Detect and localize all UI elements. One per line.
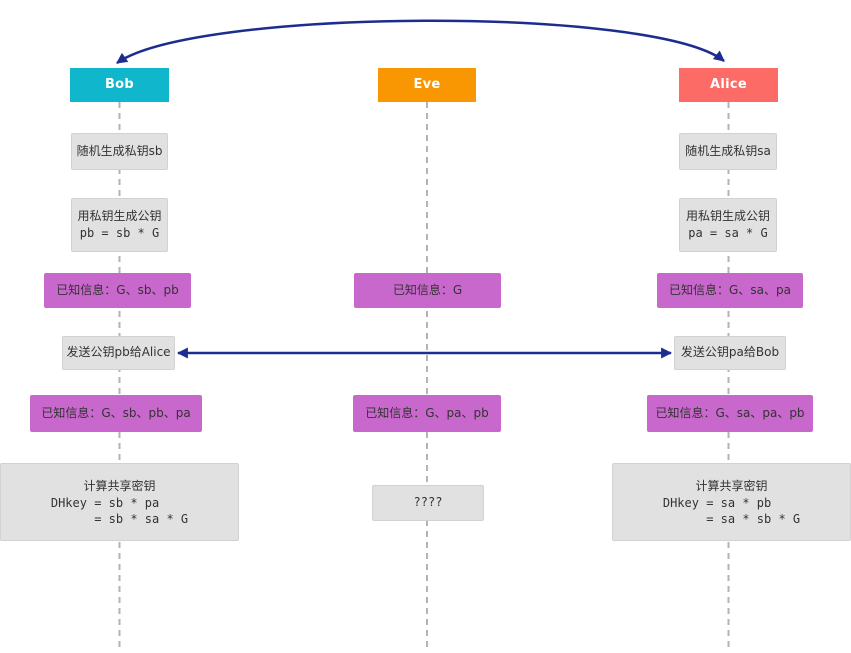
bob-compute-shared-key-box: 计算共享密钥 DHkey = sb * pa = sb * sa * G: [0, 463, 239, 541]
bob-compute-title: 计算共享密钥: [83, 478, 156, 493]
alice-compute-title: 计算共享密钥: [695, 478, 768, 493]
eve-known-info-2-box: 已知信息：G、pa、pb: [353, 395, 501, 432]
top-curved-double-arrow: [116, 19, 725, 65]
alice-public-key-formula: pa = sa * G: [688, 226, 768, 240]
alice-generate-public-key-box: 用私钥生成公钥 pa = sa * G: [679, 198, 777, 252]
actor-label-bob: Bob: [104, 76, 135, 92]
eve-unknown-key-box: ????: [372, 485, 484, 521]
bob-known-info-1-box: 已知信息：G、sb、pb: [44, 273, 191, 308]
alice-known-info-1-box: 已知信息：G、sa、pa: [657, 273, 803, 308]
alice-send-public-key-box: 发送公钥pa给Bob: [674, 336, 786, 370]
alice-generate-private-key-box: 随机生成私钥sa: [679, 133, 777, 170]
alice-known-info-2-box: 已知信息：G、sa、pa、pb: [647, 395, 813, 432]
eve-known-info-1-box: 已知信息：G: [354, 273, 501, 308]
bob-generate-private-key-box: 随机生成私钥sb: [71, 133, 168, 170]
bob-generate-public-key-box: 用私钥生成公钥 pb = sb * G: [71, 198, 168, 252]
bob-public-key-formula: pb = sb * G: [79, 226, 160, 240]
actor-header-eve: Eve: [378, 68, 476, 102]
actor-label-alice: Alice: [710, 76, 747, 92]
bob-generate-public-key-text: 用私钥生成公钥: [77, 208, 162, 223]
actor-label-eve: Eve: [413, 76, 441, 92]
bob-known-info-2-box: 已知信息：G、sb、pb、pa: [30, 395, 202, 432]
actor-header-bob: Bob: [70, 68, 169, 102]
alice-compute-formula: DHkey = sa * pb = sa * sb * G: [662, 495, 801, 526]
alice-compute-shared-key-box: 计算共享密钥 DHkey = sa * pb = sa * sb * G: [612, 463, 851, 541]
bob-send-public-key-box: 发送公钥pb给Alice: [62, 336, 175, 370]
actor-header-alice: Alice: [679, 68, 778, 102]
alice-generate-public-key-text: 用私钥生成公钥: [685, 208, 770, 223]
bob-compute-formula: DHkey = sb * pa = sb * sa * G: [50, 495, 189, 526]
